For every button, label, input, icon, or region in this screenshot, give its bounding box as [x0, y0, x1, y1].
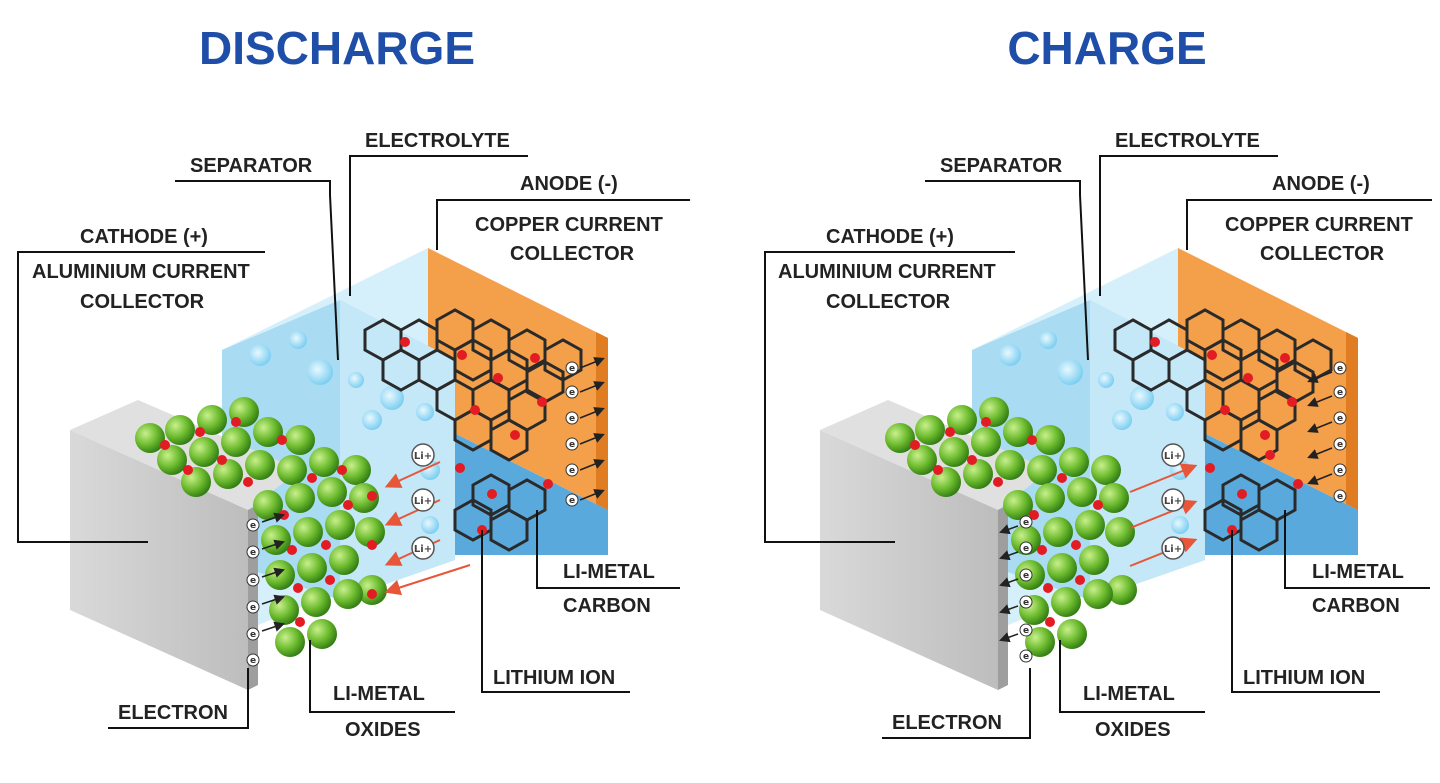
label-electron: ELECTRON	[892, 712, 1002, 734]
label-copper-line1: COPPER CURRENT	[475, 214, 663, 236]
label-copper-line1: COPPER CURRENT	[1225, 214, 1413, 236]
label-copper-line2: COLLECTOR	[1260, 243, 1385, 265]
svg-text:e: e	[1023, 544, 1029, 554]
li-metal-oxide-spheres	[135, 397, 387, 657]
panel-discharge: DISCHARGE	[17, 22, 690, 741]
svg-text:e: e	[569, 388, 575, 398]
lithium-ion-symbol: Li+	[1164, 496, 1182, 507]
lithium-ion-marker	[411, 536, 435, 560]
callouts: SEPARATOR ELECTROLYTE ANODE (-) COPPER C…	[17, 130, 690, 741]
electrons-anode: e e e e e e	[565, 357, 605, 507]
lithium-ion-dots-anode	[1150, 337, 1303, 535]
label-li-metal-oxides-line2: OXIDES	[1095, 719, 1171, 741]
svg-text:e: e	[1023, 652, 1029, 662]
label-aluminium-line1: ALUMINIUM CURRENT	[32, 261, 250, 283]
anode-copper-plate	[1178, 248, 1358, 510]
electrons-cathode: e e e e e e	[999, 515, 1033, 663]
svg-text:e: e	[1023, 571, 1029, 581]
lithium-ion-symbol: Li+	[414, 496, 432, 507]
label-li-metal-oxides-line2: OXIDES	[345, 719, 421, 741]
graphite-lattice	[1113, 308, 1333, 552]
lithium-ion-marker	[1161, 488, 1185, 512]
svg-text:e: e	[1337, 364, 1343, 374]
label-anode: ANODE (-)	[520, 173, 618, 195]
svg-text:e: e	[250, 630, 256, 640]
anode-copper-plate	[428, 248, 608, 510]
label-li-metal-carbon-line2: CARBON	[563, 595, 651, 617]
label-copper-line2: COLLECTOR	[510, 243, 635, 265]
lithium-ion-symbol: Li+	[1164, 451, 1182, 462]
separator-pores	[249, 331, 440, 534]
svg-text:e: e	[1337, 388, 1343, 398]
svg-text:e: e	[250, 548, 256, 558]
svg-text:e: e	[569, 496, 575, 506]
label-separator: SEPARATOR	[190, 155, 313, 177]
label-li-metal-oxides-line1: LI-METAL	[333, 683, 425, 705]
lithium-ion-dots-anode	[400, 337, 553, 535]
cathode-aluminium-plate	[820, 430, 998, 690]
lithium-ion-dots-cathode	[910, 417, 1103, 627]
label-electrolyte: ELECTROLYTE	[1115, 130, 1260, 152]
svg-text:e: e	[250, 521, 256, 531]
lithium-ion-symbol: Li+	[414, 544, 432, 555]
label-electron: ELECTRON	[118, 702, 228, 724]
label-aluminium-line2: COLLECTOR	[80, 291, 205, 313]
label-li-metal-carbon-line1: LI-METAL	[1312, 561, 1404, 583]
panel-title: CHARGE	[1007, 22, 1206, 74]
label-cathode: CATHODE (+)	[80, 226, 208, 248]
cathode-aluminium-plate	[70, 430, 248, 690]
svg-text:e: e	[1023, 518, 1029, 528]
svg-text:e: e	[250, 656, 256, 666]
label-electrolyte: ELECTROLYTE	[365, 130, 510, 152]
li-metal-oxide-spheres	[885, 397, 1137, 657]
ion-flow: Li+ Li+ Li+	[384, 443, 471, 596]
svg-text:e: e	[250, 603, 256, 613]
label-aluminium-line1: ALUMINIUM CURRENT	[778, 261, 996, 283]
ion-flow: Li+ Li+ Li+	[1129, 443, 1198, 567]
lithium-ion-marker	[411, 443, 435, 467]
label-aluminium-line2: COLLECTOR	[826, 291, 951, 313]
lithium-ion-dots-cathode	[160, 417, 377, 627]
lithium-ion-marker	[1161, 443, 1185, 467]
label-lithium-ion: LITHIUM ION	[493, 667, 615, 689]
svg-text:e: e	[569, 440, 575, 450]
svg-text:e: e	[1337, 466, 1343, 476]
svg-text:e: e	[569, 466, 575, 476]
label-anode: ANODE (-)	[1272, 173, 1370, 195]
svg-text:e: e	[569, 414, 575, 424]
electrons-cathode: e e e e e e	[246, 512, 285, 667]
label-lithium-ion: LITHIUM ION	[1243, 667, 1365, 689]
label-li-metal-carbon-line2: CARBON	[1312, 595, 1400, 617]
lithium-ion-marker	[1161, 536, 1185, 560]
panel-charge: CHARGE	[764, 22, 1432, 741]
svg-text:e: e	[1023, 626, 1029, 636]
panel-title: DISCHARGE	[199, 22, 475, 74]
battery-cell: Li+ Li+ Li+ e e e e e e e e	[820, 248, 1358, 690]
svg-text:e: e	[569, 364, 575, 374]
callouts: SEPARATOR ELECTROLYTE ANODE (-) COPPER C…	[764, 130, 1432, 741]
label-li-metal-carbon-line1: LI-METAL	[563, 561, 655, 583]
svg-text:e: e	[1337, 414, 1343, 424]
label-li-metal-oxides-line1: LI-METAL	[1083, 683, 1175, 705]
svg-text:e: e	[1337, 440, 1343, 450]
svg-text:e: e	[1337, 492, 1343, 502]
svg-text:e: e	[250, 576, 256, 586]
battery-cell: Li+ Li+ Li+ e e e e e e	[70, 248, 608, 690]
electrons-anode: e e e e e e	[1307, 361, 1347, 503]
label-separator: SEPARATOR	[940, 155, 1063, 177]
lithium-ion-symbol: Li+	[1164, 544, 1182, 555]
label-cathode: CATHODE (+)	[826, 226, 954, 248]
lithium-ion-symbol: Li+	[414, 451, 432, 462]
lithium-ion-marker	[411, 488, 435, 512]
svg-text:e: e	[1023, 598, 1029, 608]
